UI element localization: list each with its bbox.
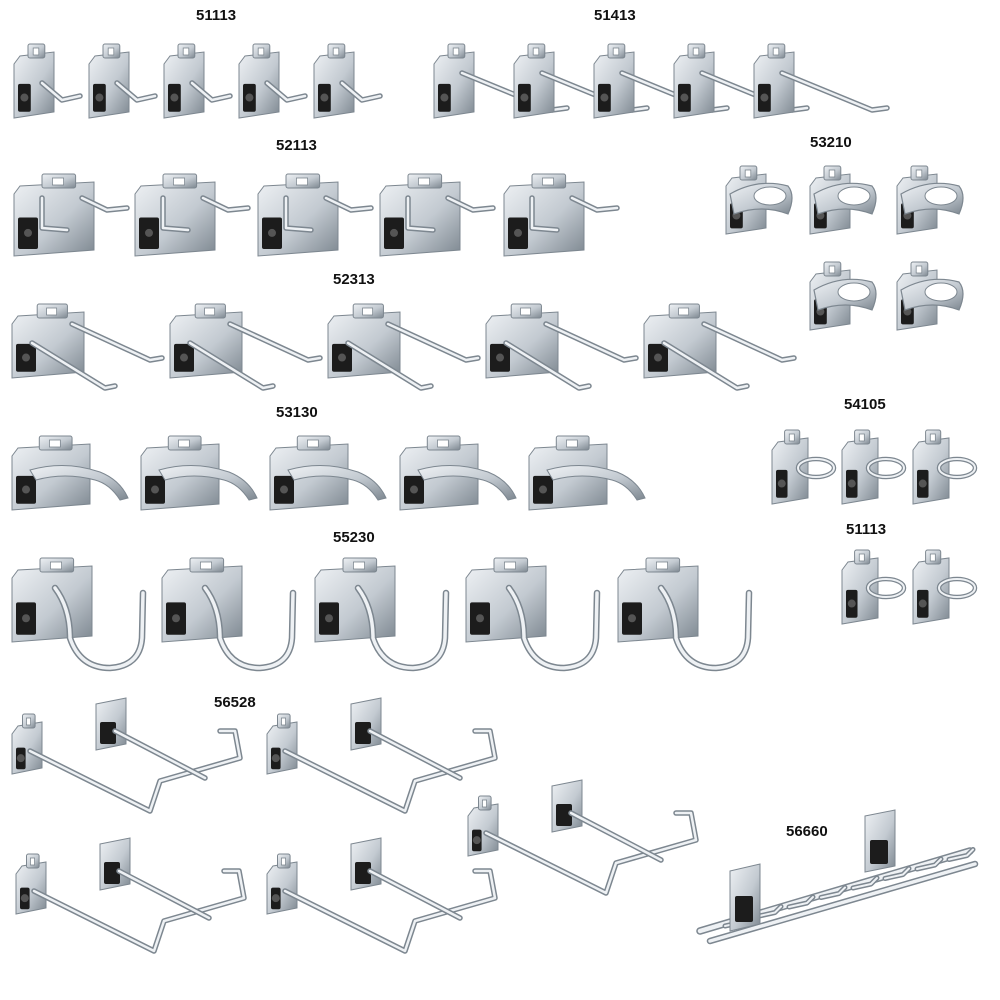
hook-51113-3: [163, 43, 233, 119]
jhook-55230-1: [11, 557, 147, 672]
hook-52313-2: [169, 303, 323, 391]
label-51113-side: 51113: [846, 521, 887, 538]
clip-53210-5: [896, 261, 964, 331]
hook-52113-4: [379, 173, 496, 257]
clip-53210-4: [809, 261, 877, 331]
hook-51413-4: [673, 43, 810, 119]
label-52313: 52313: [333, 271, 375, 288]
clip-53130-2: [140, 435, 258, 511]
jhook-55230-5: [617, 557, 753, 672]
hook-52313-5: [643, 303, 797, 391]
hook-52113-3: [257, 173, 374, 257]
label-53130: 53130: [276, 404, 318, 421]
hook-52313-1: [11, 303, 165, 391]
hook-52313-4: [485, 303, 639, 391]
uhook-56528-5: [467, 779, 699, 896]
label-56528: 56528: [214, 694, 256, 711]
hook-51113-4: [238, 43, 308, 119]
hook-52113-2: [134, 173, 251, 257]
label-51113-top: 51113: [196, 7, 237, 24]
hook-52313-3: [327, 303, 481, 391]
label-51413: 51413: [594, 7, 636, 24]
uhook-56528-4: [266, 837, 498, 954]
jhook-55230-2: [161, 557, 297, 672]
hook-51113-1: [13, 43, 83, 119]
ring-54105-3: [912, 429, 978, 505]
rack-56660: [696, 809, 979, 945]
clip-53130-3: [269, 435, 387, 511]
clip-53210-3: [896, 165, 964, 235]
label-52113: 52113: [276, 137, 317, 154]
label-55230: 55230: [333, 529, 375, 546]
hook-52113-5: [503, 173, 620, 257]
uhook-56528-1: [11, 697, 243, 814]
hook-51413-5: [753, 43, 890, 119]
label-56660: 56660: [786, 823, 828, 840]
ring-51113-2: [912, 549, 978, 625]
hook-52113-1: [13, 173, 130, 257]
label-54105: 54105: [844, 396, 886, 413]
label-53210: 53210: [810, 134, 852, 151]
clip-53130-5: [528, 435, 646, 511]
clip-53130-1: [11, 435, 129, 511]
hook-51113-5: [313, 43, 383, 119]
uhook-56528-3: [15, 837, 247, 954]
ring-51113-1: [841, 549, 907, 625]
clip-53130-4: [399, 435, 517, 511]
hook-51113-2: [88, 43, 158, 119]
clip-53210-1: [725, 165, 793, 235]
ring-54105-1: [771, 429, 837, 505]
clip-53210-2: [809, 165, 877, 235]
jhook-55230-3: [314, 557, 450, 672]
uhook-56528-2: [266, 697, 498, 814]
jhook-55230-4: [465, 557, 601, 672]
ring-54105-2: [841, 429, 907, 505]
